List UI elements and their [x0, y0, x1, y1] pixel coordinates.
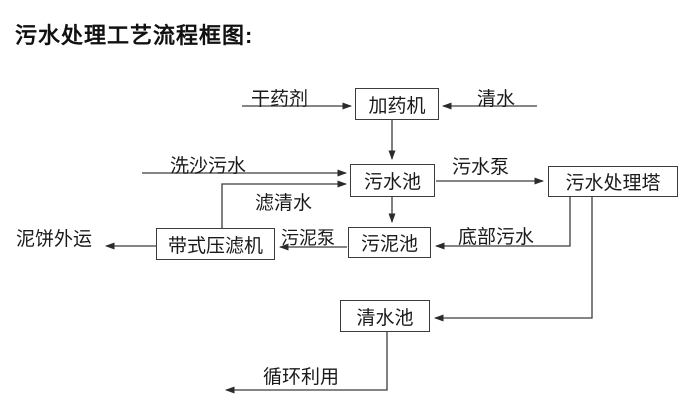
- node-sewage-pool-label: 污水池: [363, 172, 421, 193]
- arrow-tower-to-clear: [434, 197, 593, 322]
- node-treatment-tower: 污水处理塔: [548, 166, 678, 197]
- node-dosing-machine: 加药机: [355, 88, 439, 120]
- edge-label-mud-cake-out: 泥饼外运: [16, 229, 93, 250]
- node-sewage-pool: 污水池: [350, 164, 435, 197]
- arrow-recycling: [225, 332, 388, 394]
- node-belt-filter-press-label: 带式压滤机: [167, 235, 263, 257]
- diagram-title: 污水处理工艺流程框图:: [15, 23, 254, 48]
- node-clear-water-pool-label: 清水池: [356, 307, 414, 329]
- node-sludge-pool: 污泥池: [348, 227, 431, 258]
- edge-label-clear-water: 清水: [477, 89, 516, 110]
- node-belt-filter-press: 带式压滤机: [156, 228, 275, 260]
- edge-label-dry-agent: 干药剂: [251, 89, 309, 110]
- node-clear-water-pool: 清水池: [340, 300, 430, 332]
- arrow-bottom-sewage: [435, 197, 571, 250]
- edge-label-sand-washing-sewage: 洗沙污水: [170, 156, 247, 177]
- node-dosing-machine-label: 加药机: [368, 95, 426, 117]
- edge-label-bottom-sewage: 底部污水: [458, 227, 535, 248]
- arrow-filtered-water: [221, 180, 347, 228]
- edge-label-sludge-pump: 污泥泵: [281, 228, 335, 248]
- node-sludge-pool-label: 污泥池: [360, 234, 418, 255]
- edge-label-sewage-pump: 污水泵: [452, 157, 510, 178]
- edge-label-filtered-water: 滤清水: [255, 193, 313, 214]
- edge-label-recycling: 循环利用: [263, 367, 340, 388]
- node-treatment-tower-label: 污水处理塔: [565, 173, 661, 194]
